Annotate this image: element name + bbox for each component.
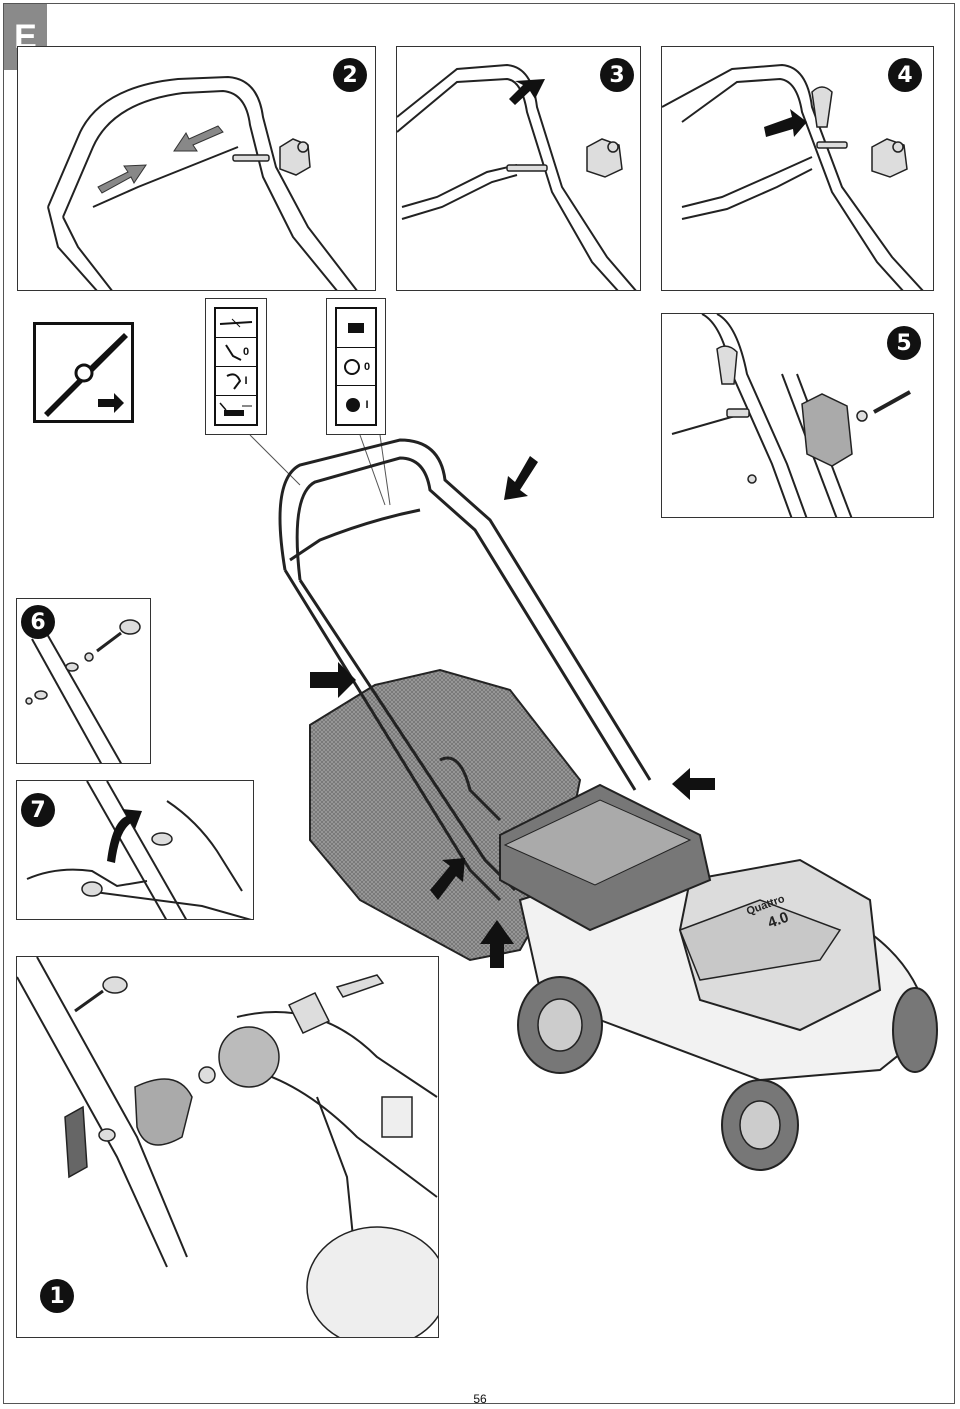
step-badge-7: 7 bbox=[21, 793, 55, 827]
cable-attach-illustration bbox=[662, 63, 924, 290]
label-cell-engine bbox=[337, 309, 375, 348]
handle-mount-illustration bbox=[17, 957, 438, 1337]
page-number: 56 bbox=[473, 1392, 487, 1406]
panel-step-1: 1 bbox=[16, 956, 439, 1338]
eye-bolt-illustration bbox=[25, 619, 141, 763]
handle-detail-illustration bbox=[47, 75, 358, 290]
panel-step-7: 7 bbox=[16, 780, 254, 920]
step-badge-4: 4 bbox=[888, 58, 922, 92]
step-badge-1: 1 bbox=[40, 1279, 74, 1313]
cable-routing-illustration bbox=[26, 781, 252, 919]
panel-step-4: 4 bbox=[661, 46, 934, 291]
label-cell-on: I bbox=[216, 367, 256, 396]
label-cell-mower bbox=[216, 396, 256, 424]
brake-lever-on-icon bbox=[226, 373, 242, 390]
blade-mini-icon bbox=[219, 318, 253, 328]
panel-step-6: 6 bbox=[16, 598, 151, 764]
mower-handle bbox=[278, 438, 652, 902]
blade-icon bbox=[44, 333, 128, 417]
step-badge-5: 5 bbox=[887, 326, 921, 360]
panel-step-2: 2 bbox=[17, 46, 376, 291]
label-engine-off-text: 0 bbox=[363, 360, 371, 373]
handle-label-right: 0 I bbox=[326, 298, 386, 435]
engine-off-icon bbox=[343, 358, 360, 375]
engine-model-text: 4.0 bbox=[766, 909, 791, 932]
handle-label-left: 0 I bbox=[205, 298, 267, 435]
blade-warning-symbol bbox=[33, 322, 134, 423]
label-cell-engine-off: 0 bbox=[337, 348, 375, 387]
label-cell-off: 0 bbox=[216, 338, 256, 367]
label-cell-engine-on: I bbox=[337, 386, 375, 424]
page-frame bbox=[3, 3, 955, 1404]
label-off-text: 0 bbox=[242, 346, 250, 358]
step-badge-2: 2 bbox=[333, 58, 367, 92]
panel-step-5: 5 bbox=[661, 313, 934, 518]
label-inner-right: 0 I bbox=[335, 307, 377, 426]
wheel-icon bbox=[517, 976, 938, 1171]
label-on-text: I bbox=[244, 375, 248, 387]
label-inner-left: 0 I bbox=[214, 307, 258, 426]
engine-mini-icon bbox=[348, 322, 364, 333]
cable-hook-illustration bbox=[397, 63, 637, 290]
step-badge-3: 3 bbox=[600, 58, 634, 92]
label-cell-blade bbox=[216, 309, 256, 338]
label-engine-on-text: I bbox=[365, 399, 369, 412]
step-badge-6: 6 bbox=[21, 605, 55, 639]
knob-assembly-illustration bbox=[671, 314, 911, 517]
arrow-icon bbox=[310, 456, 715, 968]
engine-on-icon bbox=[346, 398, 361, 413]
brake-lever-off-icon bbox=[225, 344, 242, 361]
mower-mini-icon bbox=[219, 402, 252, 416]
panel-step-3: 3 bbox=[396, 46, 641, 291]
